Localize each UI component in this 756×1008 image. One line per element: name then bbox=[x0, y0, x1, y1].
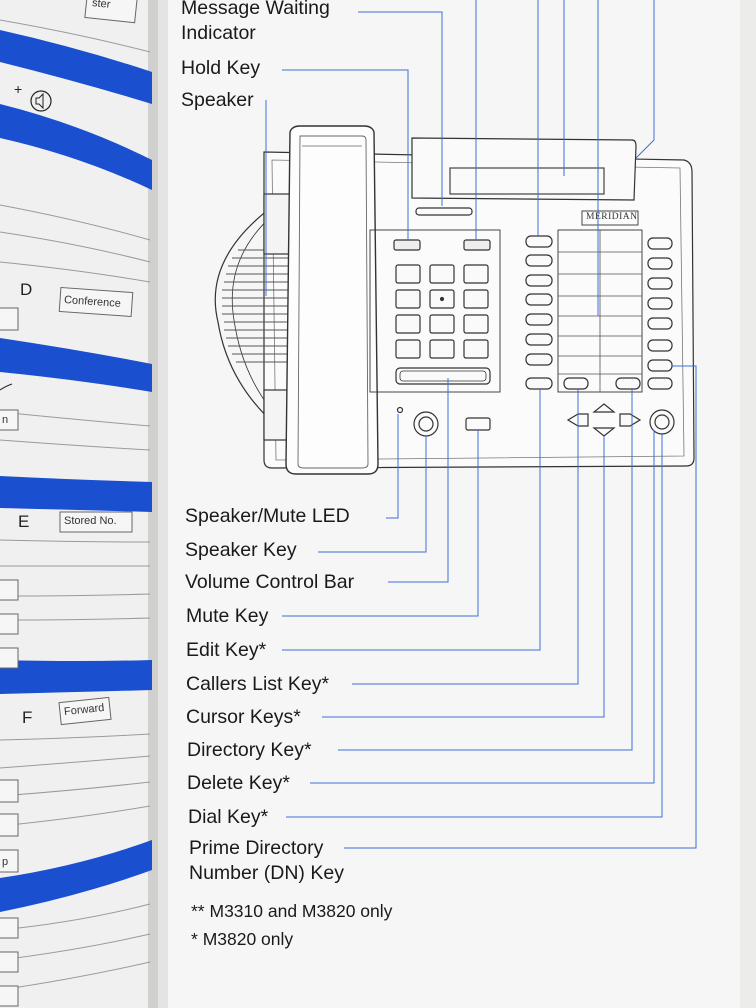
label-speaker: Speaker bbox=[181, 89, 254, 111]
footnote-1-text: M3310 and M3820 only bbox=[209, 901, 393, 921]
left-tag-stored-no: Stored No. bbox=[64, 515, 117, 527]
label-speaker-key: Speaker Key bbox=[185, 539, 297, 561]
left-tag-n: n bbox=[2, 414, 9, 426]
label-message-waiting-indicator: Message Waiting Indicator bbox=[181, 0, 330, 44]
phone-brand-label: MERIDIAN bbox=[586, 212, 638, 222]
footnote-1: ** M3310 and M3820 only bbox=[191, 898, 392, 925]
phone-illustration bbox=[214, 125, 695, 475]
label-hold-key: Hold Key bbox=[181, 57, 261, 79]
left-letter-e: E bbox=[18, 512, 30, 531]
footnote-1-mark: ** bbox=[191, 901, 205, 921]
label-mute-key: Mute Key bbox=[186, 605, 269, 627]
label-prime-directory-number-key: Prime Directory Number (DN) Key bbox=[189, 837, 344, 884]
leader-lines bbox=[265, 0, 697, 849]
left-letter-d: D bbox=[20, 280, 33, 299]
label-edit-key: Edit Key* bbox=[186, 639, 267, 661]
blue-band bbox=[0, 338, 152, 392]
blue-band bbox=[0, 104, 152, 190]
left-tag-ster: ster bbox=[91, 0, 111, 11]
left-page: + bbox=[0, 0, 158, 1008]
blue-band bbox=[0, 30, 152, 104]
footnote-2-mark: * bbox=[191, 929, 198, 949]
label-speaker-mute-led: Speaker/Mute LED bbox=[185, 505, 350, 527]
label-volume-control-bar: Volume Control Bar bbox=[185, 571, 355, 593]
label-delete-key: Delete Key* bbox=[187, 772, 290, 794]
label-cursor-keys: Cursor Keys* bbox=[186, 706, 301, 728]
label-directory-key: Directory Key* bbox=[187, 739, 312, 761]
blue-band bbox=[0, 840, 152, 912]
label-callers-list-key: Callers List Key* bbox=[186, 673, 330, 695]
blue-band bbox=[0, 476, 152, 512]
footnote-2: * M3820 only bbox=[191, 926, 293, 953]
footnote-2-text: M3820 only bbox=[202, 929, 294, 949]
label-dial-key: Dial Key* bbox=[188, 806, 269, 828]
svg-text:+: + bbox=[14, 81, 22, 97]
blue-band bbox=[0, 660, 152, 694]
left-tag-p: p bbox=[2, 856, 9, 868]
left-letter-f: F bbox=[22, 708, 33, 727]
